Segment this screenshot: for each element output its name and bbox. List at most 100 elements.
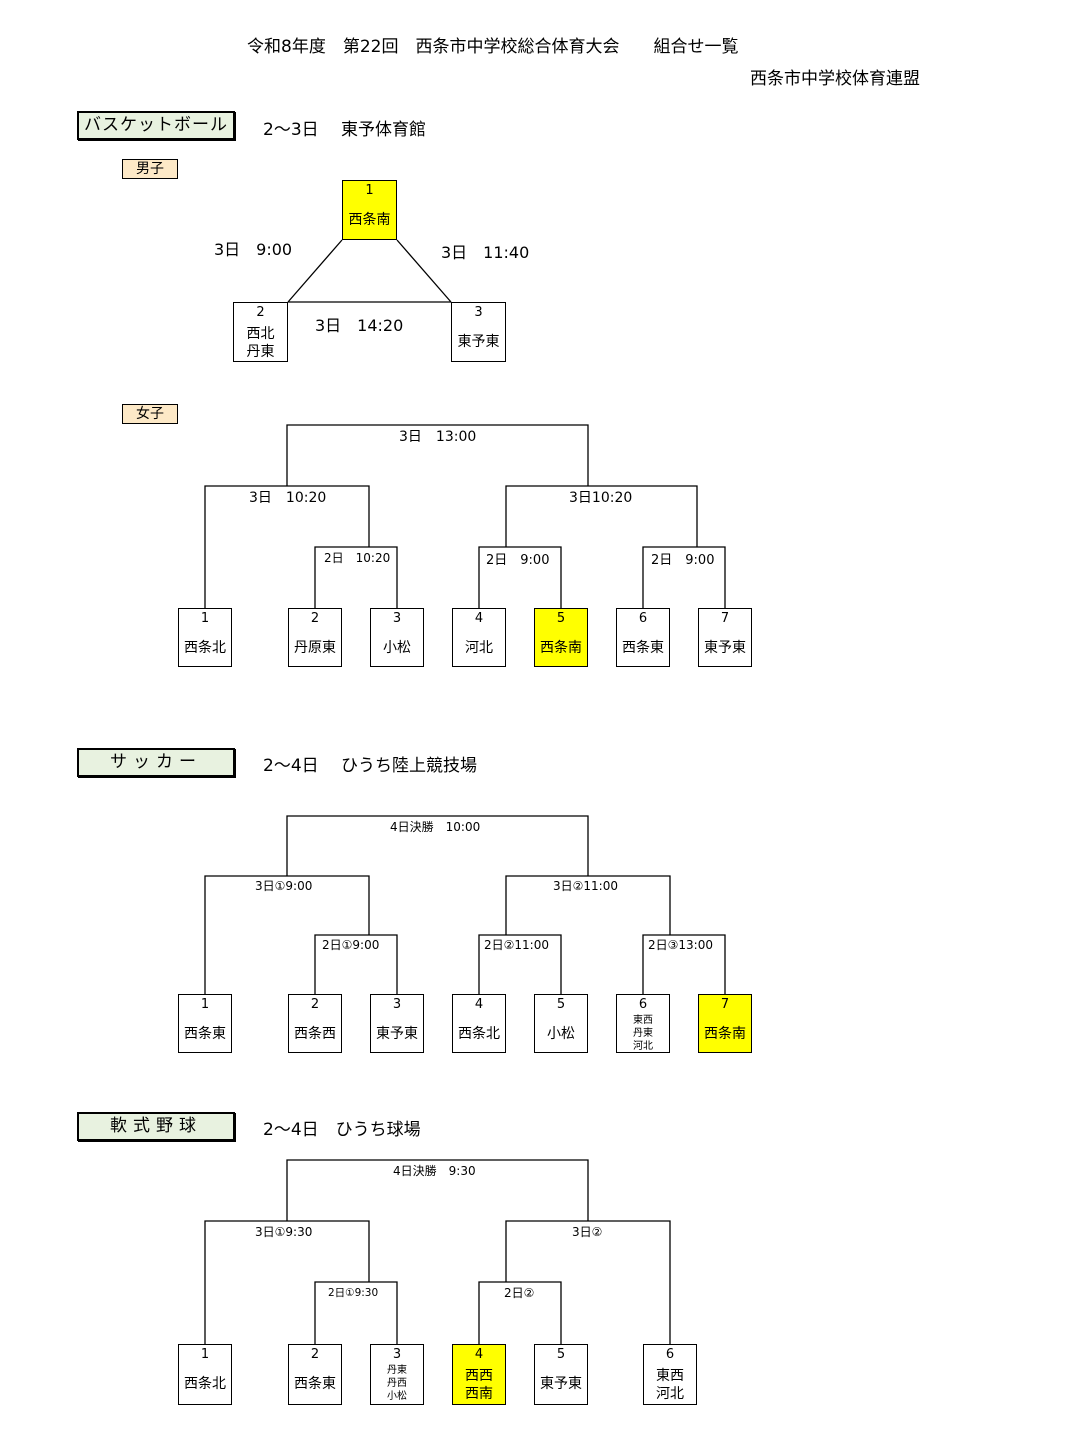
girls-bracket-q45 <box>478 546 562 608</box>
team-number: 1 <box>365 183 374 198</box>
page-title: 令和8年度 第22回 西条市中学校総合体育大会 組合せ一覧 <box>247 37 739 57</box>
soccer-bracket-q23 <box>314 934 398 994</box>
soccer-time-q45: 2日②11:00 <box>484 938 549 952</box>
team-name: 東予東 <box>376 1026 418 1042</box>
team-name: 西条北 <box>184 1376 226 1392</box>
soccer-time-q23: 2日①9:00 <box>322 938 380 952</box>
soccer-team-2: 2 西条西 <box>288 994 342 1053</box>
team-number: 7 <box>720 997 730 1012</box>
baseball-team-1: 1 西条北 <box>178 1344 232 1405</box>
team-name: 西条北 <box>458 1026 500 1042</box>
team-number: 5 <box>556 1347 566 1362</box>
baseball-team-6: 6 東西 河北 <box>643 1344 697 1405</box>
boys-time-right: 3日 11:40 <box>441 243 530 262</box>
baseball-time-q23: 2日①9:30 <box>328 1287 379 1299</box>
boys-line-1-2 <box>287 239 343 303</box>
team-number: 2 <box>310 1347 320 1362</box>
baseball-bracket-final <box>286 1159 589 1221</box>
team-name: 西条東 <box>294 1376 336 1392</box>
girls-time-q67: 2日 9:00 <box>651 553 715 568</box>
soccer-team-7: 7 西条南 <box>698 994 752 1053</box>
boys-label: 男子 <box>122 159 178 179</box>
girls-time-semi-left: 3日 10:20 <box>249 490 327 506</box>
team-number: 7 <box>720 611 730 626</box>
team-number: 3 <box>392 997 402 1012</box>
team-name: 小松 <box>383 640 411 656</box>
girls-team-4: 4 河北 <box>452 608 506 667</box>
boys-team-3: 3 東予東 <box>451 302 506 362</box>
girls-team-6: 6 西条東 <box>616 608 670 667</box>
girls-team-2: 2 丹原東 <box>288 608 342 667</box>
boys-time-bottom: 3日 14:20 <box>315 316 404 335</box>
baseball-team-5: 5 東予東 <box>534 1344 588 1405</box>
team-name: 東予東 <box>540 1376 582 1392</box>
team-name: 西条南 <box>348 212 391 228</box>
team-name: 西条北 <box>184 640 226 656</box>
soccer-bracket-q67 <box>642 934 726 994</box>
team-number: 3 <box>392 1347 402 1362</box>
team-name: 西条西 <box>294 1026 336 1042</box>
girls-label: 女子 <box>122 404 178 424</box>
baseball-info: 2～4日 ひうち球場 <box>263 1120 421 1140</box>
team-number: 3 <box>474 305 483 320</box>
girls-time-final: 3日 13:00 <box>399 429 477 445</box>
team-name: 西北 丹東 <box>246 326 275 360</box>
baseball-time-semi-left: 3日①9:30 <box>255 1225 313 1239</box>
organizer: 西条市中学校体育連盟 <box>750 69 920 89</box>
boys-team-2: 2 西北 丹東 <box>233 302 288 362</box>
team-number: 6 <box>638 997 648 1012</box>
sport-label-soccer: サッカー <box>77 748 235 777</box>
team-number: 2 <box>310 611 320 626</box>
girls-bracket-final <box>286 424 589 486</box>
soccer-team-1: 1 西条東 <box>178 994 232 1053</box>
soccer-time-q67: 2日③13:00 <box>648 938 713 952</box>
baseball-time-semi-right: 3日② <box>572 1225 603 1239</box>
team-name: 西条東 <box>184 1026 226 1042</box>
team-name: 東西 河北 <box>656 1368 684 1402</box>
girls-team-7: 7 東予東 <box>698 608 752 667</box>
baseball-team-4: 4 西西 西南 <box>452 1344 506 1405</box>
girls-time-q45: 2日 9:00 <box>486 553 550 568</box>
team-name: 丹東 丹西 小松 <box>387 1365 407 1402</box>
baseball-time-final: 4日決勝 9:30 <box>393 1164 476 1178</box>
girls-bracket-semi-right <box>505 485 698 547</box>
girls-bracket-q23 <box>314 546 398 608</box>
soccer-bracket-final <box>286 815 589 876</box>
team-number: 2 <box>256 305 265 320</box>
team-name: 東西 丹東 河北 <box>633 1015 653 1052</box>
team-name: 西条東 <box>622 640 664 656</box>
soccer-team-4: 4 西条北 <box>452 994 506 1053</box>
soccer-team-3: 3 東予東 <box>370 994 424 1053</box>
team-number: 6 <box>665 1347 675 1362</box>
team-number: 4 <box>474 1347 484 1362</box>
soccer-team-5: 5 小松 <box>534 994 588 1053</box>
team-number: 4 <box>474 611 484 626</box>
team-name: 小松 <box>547 1026 575 1042</box>
soccer-bracket-q45 <box>478 934 562 994</box>
baseball-team-2: 2 西条東 <box>288 1344 342 1405</box>
girls-team-5: 5 西条南 <box>534 608 588 667</box>
soccer-team-6: 6 東西 丹東 河北 <box>616 994 670 1053</box>
team-number: 3 <box>392 611 402 626</box>
baseball-bracket-q45 <box>478 1281 562 1344</box>
team-number: 2 <box>310 997 320 1012</box>
baseball-bracket-semi-right <box>505 1220 671 1344</box>
boys-time-left: 3日 9:00 <box>214 240 293 259</box>
girls-time-semi-right: 3日10:20 <box>569 490 633 506</box>
soccer-info: 2～4日 ひうち陸上競技場 <box>263 756 478 776</box>
girls-team-3: 3 小松 <box>370 608 424 667</box>
baseball-team-3: 3 丹東 丹西 小松 <box>370 1344 424 1405</box>
team-number: 1 <box>200 1347 210 1362</box>
team-name: 西条南 <box>704 1026 746 1042</box>
soccer-time-semi-right: 3日②11:00 <box>553 879 618 893</box>
team-name: 西西 西南 <box>465 1368 493 1402</box>
team-name: 東予東 <box>704 640 746 656</box>
boys-team-1: 1 西条南 <box>342 180 397 240</box>
girls-team-1: 1 西条北 <box>178 608 232 667</box>
team-number: 1 <box>200 997 210 1012</box>
basketball-info: 2～3日 東予体育館 <box>263 120 427 140</box>
team-name: 西条南 <box>540 640 582 656</box>
team-name: 河北 <box>465 640 493 656</box>
sport-label-basketball: バスケットボール <box>77 111 235 140</box>
